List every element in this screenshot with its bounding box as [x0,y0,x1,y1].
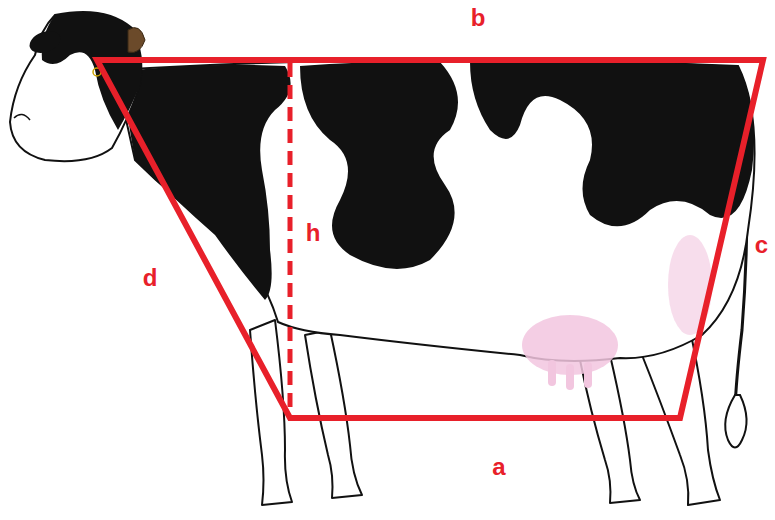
cow-horn [128,28,145,53]
dimension-label: a [489,454,508,480]
trapezoid-outline [97,60,763,418]
cow-body [115,60,755,361]
height-line [288,63,293,415]
dimension-label: d [140,265,161,291]
dimension-label: h [303,220,324,246]
cow-nose [14,114,30,120]
teat [566,364,574,390]
teat [584,362,592,388]
rear-leg-far [580,355,640,503]
dimension-label: c [752,232,771,258]
cow-teats [548,360,592,390]
tail-tuft [725,395,746,448]
teat [548,360,556,386]
back-spot [470,61,754,227]
cow-ear [27,27,64,57]
cow-spots [120,61,754,300]
cow-head [10,12,141,161]
front-leg-far [305,330,362,498]
middle-spot [300,62,458,269]
dimension-label: b [468,5,489,31]
